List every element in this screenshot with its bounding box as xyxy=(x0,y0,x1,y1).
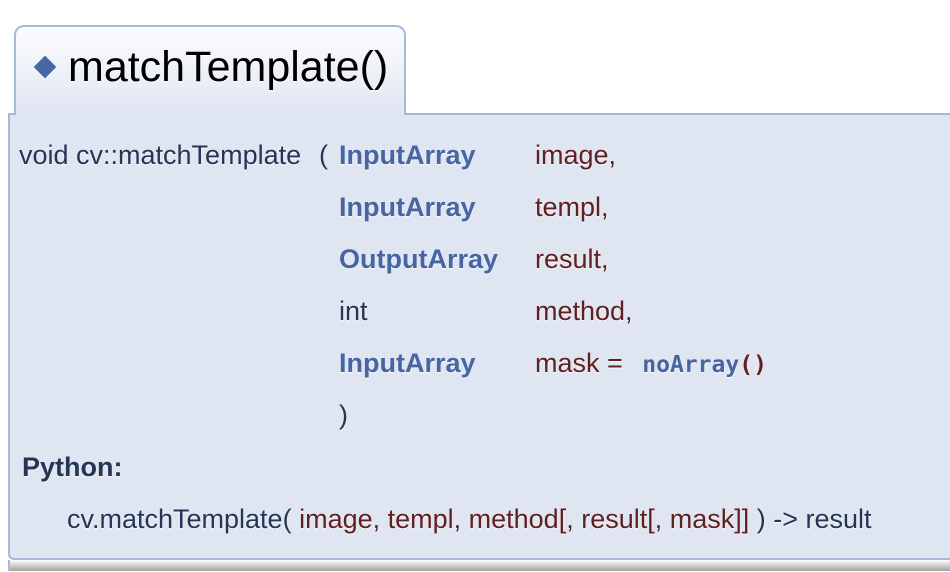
param-type: int xyxy=(339,295,368,326)
param-name: templ, xyxy=(535,191,609,222)
open-paren: ( xyxy=(319,139,328,170)
param-name: image, xyxy=(535,139,617,170)
cpp-signature-table: void cv::matchTemplate ( InputArray imag… xyxy=(19,129,767,441)
python-label: Python: xyxy=(22,452,123,482)
close-paren: ) xyxy=(339,399,348,430)
param-name: result, xyxy=(535,243,609,274)
next-section-divider xyxy=(8,560,950,571)
python-call-prefix: cv.matchTemplate( xyxy=(67,504,300,534)
python-call-args: image, templ, method[, result[, mask]] xyxy=(299,504,750,534)
signature-row-close: ) xyxy=(19,389,767,441)
function-title: matchTemplate() xyxy=(68,42,389,91)
default-value-function-link[interactable]: noArray xyxy=(642,351,740,378)
signature-row-templ: InputArray templ, xyxy=(19,181,767,233)
signature-row-result: OutputArray result, xyxy=(19,233,767,285)
python-signature: cv.matchTemplate( image, templ, method[,… xyxy=(67,493,950,545)
default-value-parens: () xyxy=(739,351,767,378)
param-name: method, xyxy=(535,295,633,326)
member-prototype-panel: void cv::matchTemplate ( InputArray imag… xyxy=(8,113,950,560)
python-call-suffix: ) -> result xyxy=(749,504,872,534)
param-type-link[interactable]: InputArray xyxy=(339,139,476,170)
param-name: mask = xyxy=(535,347,631,378)
permalink-diamond-icon[interactable] xyxy=(33,55,57,79)
param-type-link[interactable]: OutputArray xyxy=(339,243,499,274)
function-return-and-name: void cv::matchTemplate xyxy=(19,139,302,170)
param-type-link[interactable]: InputArray xyxy=(339,347,476,378)
signature-row-method: int method, xyxy=(19,285,767,337)
signature-row-image: void cv::matchTemplate ( InputArray imag… xyxy=(19,129,767,181)
member-title-tab: matchTemplate() xyxy=(14,25,407,115)
signature-row-mask: InputArray mask = noArray() xyxy=(19,337,767,389)
param-type-link[interactable]: InputArray xyxy=(339,191,476,222)
